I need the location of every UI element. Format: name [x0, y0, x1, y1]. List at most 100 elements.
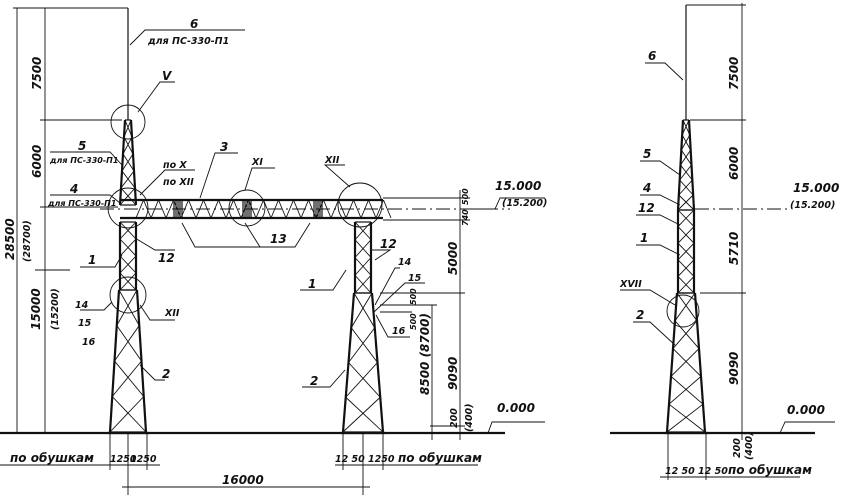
label-12-right: 12	[638, 201, 655, 215]
right-top-section-brace	[677, 194, 694, 211]
dim-5710-right: 5710	[727, 232, 741, 265]
middle-lower-section-brace	[345, 362, 378, 398]
right-dimensions: 7500 6000 5710 9090 200 (400) 15.000 (15…	[619, 3, 839, 480]
left-lower-section-brace	[114, 360, 145, 397]
elev-ground: 0.000	[497, 401, 535, 415]
right-top-section-brace	[678, 194, 695, 211]
left-top-section-brace	[124, 119, 133, 138]
left-top-section-brace	[122, 136, 133, 155]
dim-mast: 7500	[30, 57, 44, 90]
right-upper-section-brace	[677, 242, 695, 261]
right-lower-section-brace	[676, 292, 698, 322]
beam-brace	[158, 199, 167, 219]
label-5-right: 5	[643, 147, 651, 161]
right-top-section-brace	[681, 119, 690, 136]
dim-200: 200	[449, 408, 460, 428]
right-lower-section-brace	[670, 348, 700, 377]
label-6: 6	[190, 17, 198, 31]
left-lower-section-brace	[111, 360, 142, 397]
left-top-section-brace	[121, 170, 136, 189]
right-top-section-brace	[681, 134, 692, 151]
beam-brace	[383, 199, 392, 219]
label-5-note: для ПС-330-П1	[49, 156, 118, 165]
beam-brace	[165, 199, 174, 219]
dim-base-left: 1250	[110, 454, 137, 465]
middle-lower-section-brace	[350, 292, 373, 328]
right-lower-section-brace	[670, 376, 704, 405]
label-3: 3	[220, 140, 228, 154]
left-labels: 6 для ПС-330-П1 V 5 для ПС-330-П1 4 для …	[47, 17, 340, 381]
middle-upper-section-brace	[354, 239, 372, 258]
dim-200-right: 200	[732, 438, 743, 458]
middle-lower-section-brace	[342, 396, 381, 433]
left-top-section-brace	[123, 119, 132, 138]
beam-brace	[135, 199, 144, 219]
right-lower-section-brace	[668, 403, 706, 433]
beam-brace	[278, 199, 287, 219]
right-lower-section-brace	[672, 320, 698, 349]
dim-lower: 15000	[29, 288, 43, 330]
left-top-section-brace	[120, 187, 137, 206]
dim-base-right: 1250	[130, 454, 157, 465]
base-note-right: по обушкам	[728, 463, 812, 477]
middle-upper-section-brace	[354, 257, 372, 276]
right-top-section-brace	[679, 179, 694, 196]
right-lower-section-brace	[668, 376, 702, 405]
label-4-right: 4	[642, 181, 651, 195]
middle-lower-section-brace	[348, 362, 381, 398]
right-top-section-brace	[682, 119, 691, 136]
label-1-right: 1	[640, 231, 648, 245]
left-upper-section-brace	[119, 238, 137, 257]
left-top-section-leg	[129, 119, 138, 206]
label-14: 14	[75, 300, 89, 311]
dim-total-alt: (28700)	[22, 220, 33, 262]
dim-total: 28500	[3, 218, 17, 260]
label-6-right: 6	[648, 49, 656, 63]
label-15: 15	[78, 318, 92, 329]
right-lower-section-leg	[665, 292, 679, 433]
dim-400-right: (400)	[744, 431, 755, 460]
middle-lower-section-brace	[345, 396, 384, 433]
left-top-section-leg	[118, 119, 127, 206]
elev-ground-right: 0.000	[787, 403, 825, 417]
label-4: 4	[69, 182, 78, 196]
dim-7500-right: 7500	[727, 57, 741, 90]
label-14-middle: 14	[398, 257, 412, 268]
label-12: 12	[158, 251, 175, 265]
right-upper-section-brace	[677, 259, 695, 277]
left-top-section-brace	[120, 170, 135, 189]
node-XII-leg: XII	[164, 308, 180, 319]
left-dimensions: 28500 (28700) 7500 6000 15000 (15200) по…	[0, 7, 370, 495]
label-2: 2	[162, 367, 170, 381]
node-XI: XI	[251, 157, 263, 168]
node-V: V	[162, 69, 173, 83]
middle-lower-section-brace	[350, 327, 378, 363]
left-upper-section-brace	[119, 272, 137, 291]
dim-top-section: 6000	[30, 145, 44, 178]
dim-500-a: 500	[409, 288, 418, 305]
middle-lower-section-brace	[348, 327, 376, 363]
dim-5000: 5000	[446, 242, 460, 275]
leader-lines	[35, 29, 684, 388]
label-1-middle: 1	[308, 277, 316, 291]
left-upper-section-brace	[119, 221, 137, 240]
elev-top-alt-right: (15.200)	[790, 200, 835, 211]
beam-brace	[233, 199, 242, 219]
dim-400: (400)	[464, 403, 475, 432]
dim-6000-right: 6000	[727, 147, 741, 180]
node-XII-beam: XII	[324, 155, 340, 166]
node-XII-ref: по XII	[163, 177, 194, 188]
dim-9090: 9090	[446, 357, 460, 390]
node-XVII: XVII	[619, 279, 642, 290]
right-lower-section-brace	[666, 403, 704, 433]
middle-upper-section-brace	[354, 274, 372, 294]
label-6-note: для ПС-330-П1	[147, 36, 229, 47]
left-top-section-brace	[121, 153, 134, 172]
dim-500-b: 500	[409, 313, 418, 330]
left-lower-section-brace	[109, 396, 145, 433]
right-lower-section-brace	[674, 320, 700, 349]
label-15-middle: 15	[408, 273, 422, 284]
label-16: 16	[82, 337, 96, 348]
dim-740: 740	[461, 209, 470, 226]
